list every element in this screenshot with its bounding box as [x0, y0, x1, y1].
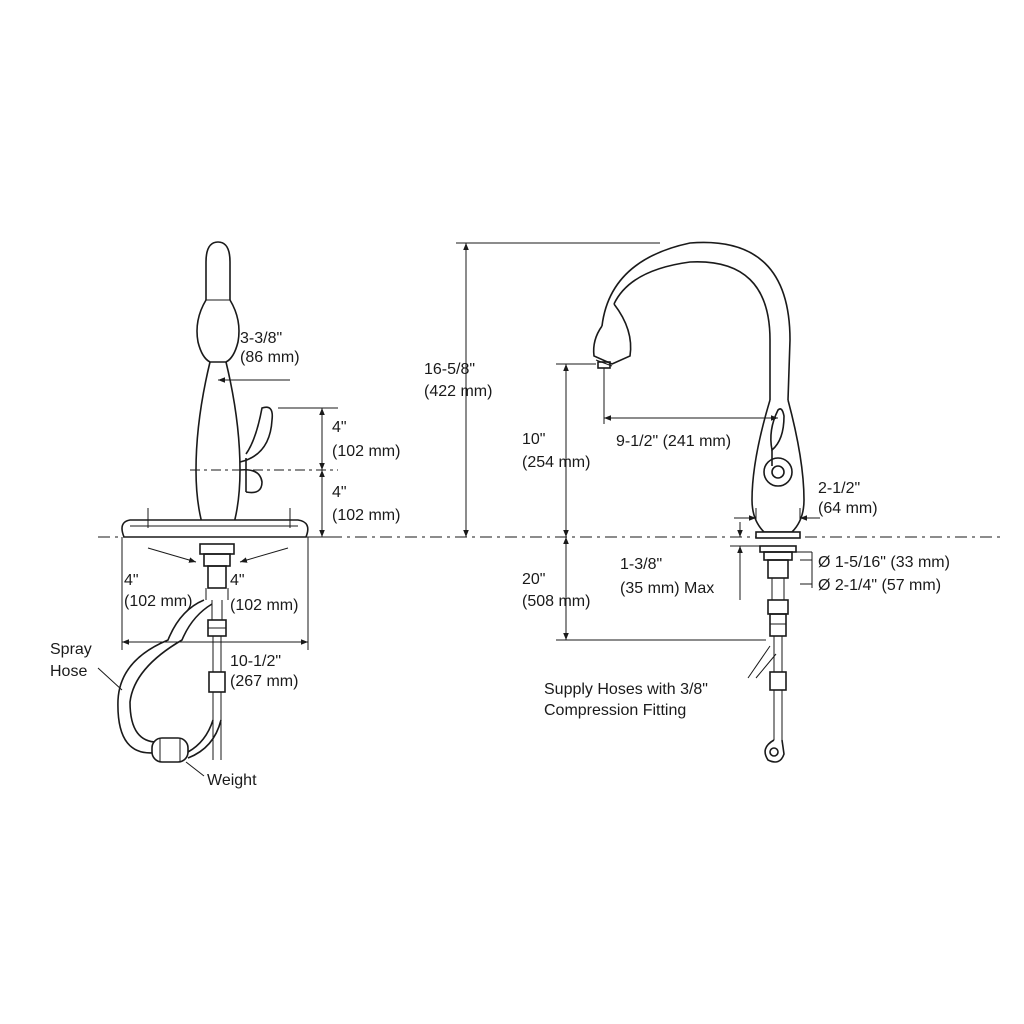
hole-max-diameter: Ø 2-1/4" (57 mm) — [818, 577, 941, 594]
supply-label-2: Compression Fitting — [544, 702, 686, 719]
upper-height-inch: 4" — [332, 419, 347, 436]
handle-offset-mm: (86 mm) — [240, 349, 300, 366]
plate-width-inch: 10-1/2" — [230, 653, 281, 670]
below-deck-mm: (508 mm) — [522, 593, 590, 610]
front-view-faucet — [117, 241, 309, 763]
deck-thickness-mm: (35 mm) Max — [620, 580, 714, 597]
overall-height-mm: (422 mm) — [424, 383, 492, 400]
plate-right-inch: 4" — [230, 572, 245, 589]
base-diameter-mm: (64 mm) — [818, 500, 878, 517]
lower-height-inch: 4" — [332, 484, 347, 501]
spout-height-mm: (254 mm) — [522, 454, 590, 471]
upper-height-mm: (102 mm) — [332, 443, 400, 460]
hole-min-diameter: Ø 1-5/16" (33 mm) — [818, 554, 950, 571]
lower-height-mm: (102 mm) — [332, 507, 400, 524]
spray-hose-label-1: Spray — [50, 641, 92, 658]
handle-offset-inch: 3-3/8" — [240, 330, 282, 347]
base-diameter-inch: 2-1/2" — [818, 480, 860, 497]
plate-left-inch: 4" — [124, 572, 139, 589]
side-view-faucet — [592, 241, 805, 763]
plate-left-mm: (102 mm) — [124, 593, 192, 610]
front-view-dimensions — [97, 377, 338, 777]
plate-right-mm: (102 mm) — [230, 597, 298, 614]
weight-shape — [151, 737, 189, 763]
deck-thickness-inch: 1-3/8" — [620, 556, 662, 573]
spray-hose-label-2: Hose — [50, 663, 87, 680]
spout-height-inch: 10" — [522, 431, 545, 448]
below-deck-inch: 20" — [522, 571, 545, 588]
overall-height-inch: 16-5/8" — [424, 361, 475, 378]
supply-label-1: Supply Hoses with 3/8" — [544, 681, 708, 698]
side-view-dimensions — [456, 242, 820, 679]
spout-reach: 9-1/2" (241 mm) — [616, 433, 731, 450]
weight-label: Weight — [207, 772, 257, 789]
plate-width-mm: (267 mm) — [230, 673, 298, 690]
